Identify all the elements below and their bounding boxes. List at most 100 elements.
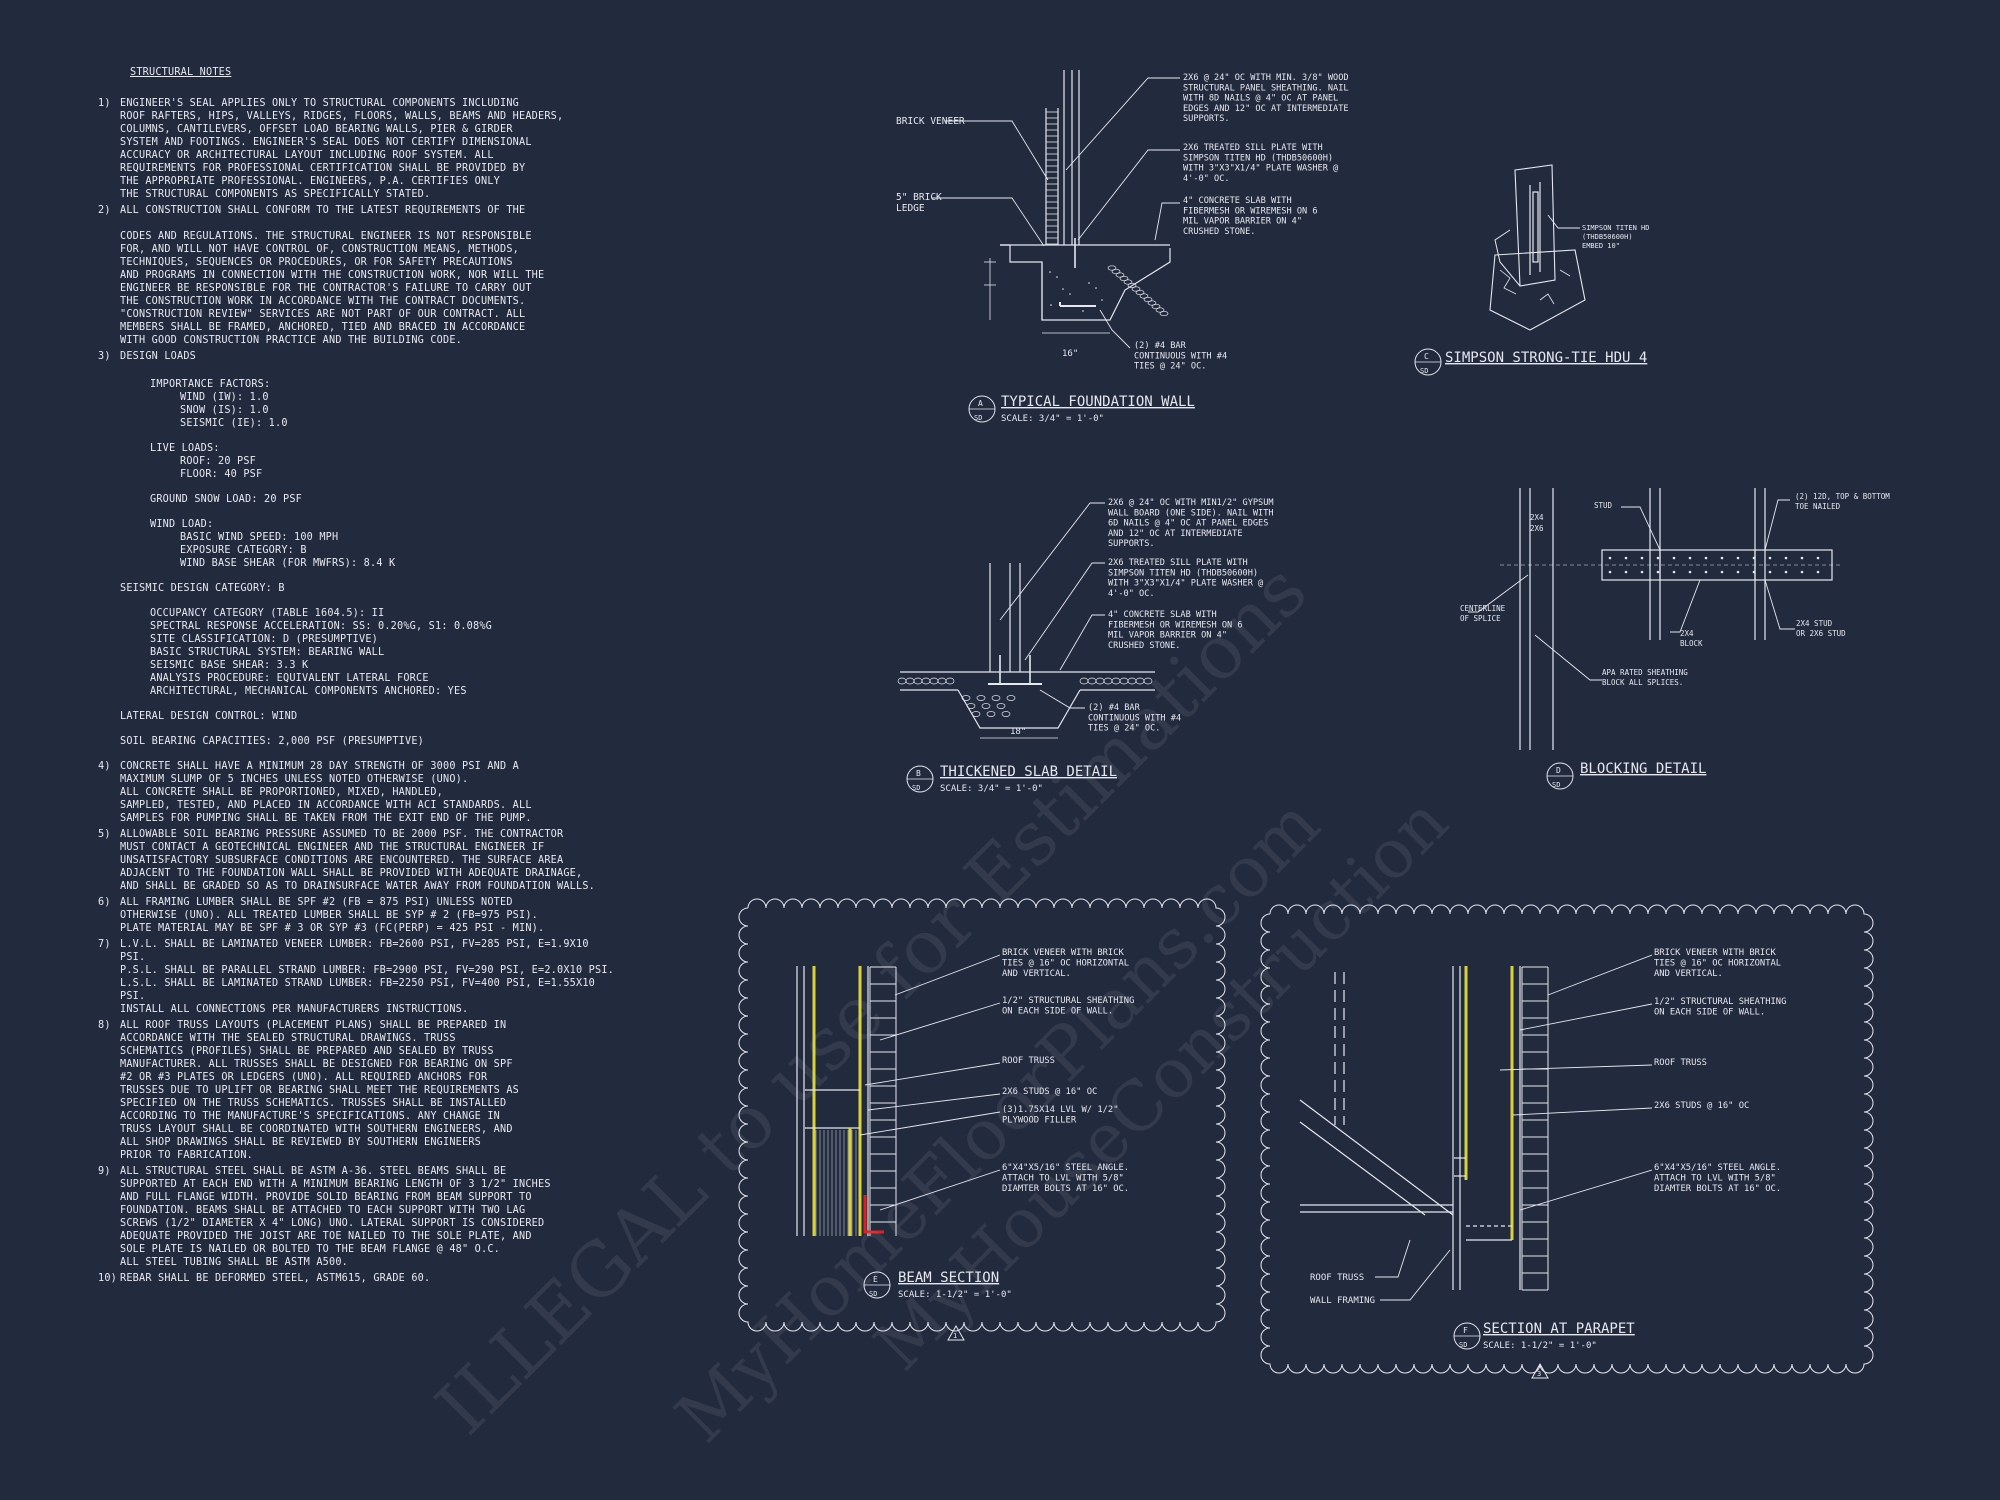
blocking-label: 2x4	[1680, 629, 1694, 638]
notes-group-2: 4)CONCRETE SHALL HAVE A MINIMUM 28 DAY S…	[98, 760, 618, 1285]
label-brick-veneer: BRICK VENEER	[896, 116, 965, 127]
note-item: 8)ALL ROOF TRUSS LAYOUTS (PLACEMENT PLAN…	[98, 1019, 618, 1162]
note-line: SAMPLED, TESTED, AND PLACED IN ACCORDANC…	[120, 800, 532, 811]
note-line: TECHNIQUES, SEQUENCES OR PROCEDURES, OR …	[120, 257, 513, 268]
note-number: 10)	[98, 1273, 118, 1284]
callout-note-line: TIES @ 16" OC HORIZONTAL	[1002, 959, 1129, 969]
detail-thickened-slab: 18" 2x6 @ 24" OC WITH MIN1/2" GYPSUMWALL…	[897, 498, 1274, 794]
blocking-label: (2) 12d, TOP & BOTTOM	[1795, 492, 1890, 501]
rev-tag-f: 3	[1537, 1370, 1541, 1378]
note-line: SAMPLES FOR PUMPING SHALL BE TAKEN FROM …	[120, 813, 532, 824]
note-number: 9)	[98, 1166, 111, 1177]
note-line: ALLOWABLE SOIL BEARING PRESSURE ASSUMED …	[120, 829, 564, 840]
callout-note-line: 2x6 TREATED SILL PLATE WITH	[1183, 143, 1323, 153]
blocking-label: TOE NAILED	[1795, 502, 1841, 511]
live-load: ROOF: 20 PSF	[180, 456, 257, 467]
callout-note-line: (THDB50600H)	[1582, 233, 1633, 241]
callout-note-line: DIAMTER BOLTS AT 16" OC.	[1002, 1184, 1129, 1194]
note-line: ACCORDANCE WITH THE SEALED STRUCTURAL DR…	[120, 1033, 456, 1044]
note-item: 3)DESIGN LOADS	[98, 350, 618, 363]
importance-title: IMPORTANCE FACTORS:	[150, 379, 271, 390]
note-text: ALL FRAMING LUMBER SHALL BE SPF #2 (Fb =…	[120, 896, 618, 935]
detail-b-sheet: SD	[912, 784, 920, 792]
blocking-label: 2x6	[1530, 524, 1544, 533]
detail-e-title: BEAM SECTION	[898, 1270, 999, 1286]
wind-load-item: BASIC WIND SPEED: 100 MPH	[180, 532, 339, 543]
note-line: ALL CONSTRUCTION SHALL CONFORM TO THE LA…	[120, 205, 526, 216]
note-line: REQUIREMENTS FOR PROFESSIONAL CERTIFICAT…	[120, 163, 526, 174]
callout-note-line: 4'-0" OC.	[1183, 174, 1230, 184]
callout-note-line: TIES @ 16" OC HORIZONTAL	[1654, 959, 1781, 969]
note-line: AND SHALL BE GRADED SO AS TO DRAINSURFAC…	[120, 881, 596, 892]
note-line: ENGINEER BE RESPONSIBLE FOR THE CONTRACT…	[120, 283, 532, 294]
seismic-item: SPECTRAL RESPONSE ACCELERATION: Ss: 0.20…	[150, 621, 493, 632]
importance-factor: SEISMIC (Ie): 1.0	[180, 418, 288, 429]
seismic-item: ANALYSIS PROCEDURE: EQUIVALENT LATERAL F…	[150, 673, 429, 684]
callout-note-line: CRUSHED STONE.	[1108, 641, 1180, 651]
detail-f-sheet: SD	[1459, 1341, 1467, 1349]
seismic-design-category: SEISMIC DESIGN CATEGORY: B	[120, 583, 285, 594]
note-text: CONCRETE SHALL HAVE A MINIMUM 28 DAY STR…	[120, 760, 618, 825]
callout-note-line: WITH 8d NAILS @ 4" OC AT PANEL	[1183, 94, 1338, 104]
note-line: MEMBERS SHALL BE FRAMED, ANCHORED, TIED …	[120, 322, 526, 333]
note-line: ROOF RAFTERS, HIPS, VALLEYS, RIDGES, FLO…	[120, 111, 564, 122]
note-line: SPECIFIED ON THE TRUSS SCHEMATICS. TRUSS…	[120, 1098, 507, 1109]
note-text: ALLOWABLE SOIL BEARING PRESSURE ASSUMED …	[120, 828, 618, 893]
label-wall-framing-f: WALL FRAMING	[1310, 1296, 1375, 1306]
callout-note-line: 6"x4"x5/16" STEEL ANGLE.	[1654, 1163, 1781, 1173]
label-roof-truss-f: ROOF TRUSS	[1310, 1273, 1364, 1283]
callout-note-line: (3)1.75x14 LVL W/ 1/2"	[1002, 1105, 1119, 1115]
notes-title: STRUCTURAL NOTES	[130, 67, 232, 78]
note-number: 7)	[98, 939, 111, 950]
note-item: 10)REBAR SHALL BE DEFORMED STEEL, ASTM61…	[98, 1272, 618, 1285]
callout-note-line: TIES @ 24" OC.	[1134, 362, 1206, 372]
live-load: FLOOR: 40 PSF	[180, 469, 263, 480]
note-line: PRIOR TO FABRICATION.	[120, 1150, 254, 1161]
note-line: SCREWS (1/2" DIAMETER x 4" LONG) UNO. LA…	[120, 1218, 545, 1229]
note-line: ALL FRAMING LUMBER SHALL BE SPF #2 (Fb =…	[120, 897, 513, 908]
callout-note-line: MIL VAPOR BARRIER ON 4"	[1108, 631, 1227, 641]
detail-simpson-hdu4: SIMPSON TITEN HD(THDB50600H)EMBED 10" C …	[1414, 164, 1649, 376]
note-line: P.S.L. SHALL BE PARALLEL STRAND LUMBER: …	[120, 965, 615, 976]
note-line: ALL ROOF TRUSS LAYOUTS (PLACEMENT PLANS)…	[120, 1020, 507, 1031]
note-line: INSTALL ALL CONNECTIONS PER MANUFACTURER…	[120, 1004, 469, 1015]
seismic-item: OCCUPANCY CATEGORY (TABLE 1604.5): II	[150, 608, 385, 619]
note-line: ALL STEEL TUBING SHALL BE ASTM A500.	[120, 1257, 349, 1268]
callout-note-line: 2X6 STUDS @ 16" OC	[1002, 1087, 1097, 1097]
callout-note-line: ROOF TRUSS	[1654, 1058, 1707, 1068]
callout-note-line: 6"x4"x5/16" STEEL ANGLE.	[1002, 1163, 1129, 1173]
blocking-label: CENTERLINE	[1460, 604, 1506, 613]
callout-note-line: ATTACH TO LVL WITH 5/8"	[1654, 1174, 1776, 1184]
wind-load-item: WIND BASE SHEAR (FOR MWFRS): 8.4 K	[180, 558, 396, 569]
note-line: ENGINEER'S SEAL APPLIES ONLY TO STRUCTUR…	[120, 98, 520, 109]
detail-a-sheet: SD	[974, 414, 982, 422]
note-line: ALL CONCRETE SHALL BE PROPORTIONED, MIXE…	[120, 787, 444, 798]
soil-bearing: SOIL BEARING CAPACITIES: 2,000 PSF (PRES…	[120, 736, 425, 747]
detail-b-title: THICKENED SLAB DETAIL	[940, 764, 1117, 780]
note-text: REBAR SHALL BE DEFORMED STEEL, ASTM615, …	[120, 1272, 618, 1285]
callout-note-line: PLYWOOD FILLER	[1002, 1116, 1077, 1126]
blocking-label: OR 2x6 STUD	[1796, 629, 1846, 638]
note-line: TRUSSES DUE TO UPLIFT OR BEARING SHALL M…	[120, 1085, 520, 1096]
note-line: "CONSTRUCTION REVIEW" SERVICES ARE NOT P…	[120, 309, 526, 320]
live-loads-title: LIVE LOADS:	[150, 443, 220, 454]
callout-note-line: 1/2" STRUCTURAL SHEATHING	[1654, 997, 1786, 1007]
detail-c-title: SIMPSON STRONG-TIE HDU 4	[1445, 350, 1647, 366]
seismic-data: OCCUPANCY CATEGORY (TABLE 1604.5): II SPE…	[120, 607, 618, 698]
seismic-item: SITE CLASSIFICATION: D (PRESUMPTIVE)	[150, 634, 379, 645]
detail-e-sheet: SD	[869, 1290, 877, 1298]
importance-factor: WIND (Iw): 1.0	[180, 392, 269, 403]
callout-note-line: CONTINUOUS WITH #4	[1088, 713, 1181, 723]
callout-note-line: 4'-0" OC.	[1108, 589, 1155, 599]
note-line: TRUSS LAYOUT SHALL BE COORDINATED WITH S…	[120, 1124, 513, 1135]
callout-note-line: FIBERMESH OR WIREMESH ON 6	[1183, 206, 1318, 216]
note-item: 6)ALL FRAMING LUMBER SHALL BE SPF #2 (Fb…	[98, 896, 618, 935]
wind-load-item: EXPOSURE CATEGORY: B	[180, 545, 307, 556]
note-line: ADJACENT TO THE FOUNDATION WALL SHALL BE…	[120, 868, 583, 879]
callout-note-line: SIMPSON TITEN HD (THDB50600H)	[1183, 153, 1333, 163]
note-line: FOUNDATION. BEAMS SHALL BE ATTACHED TO E…	[120, 1205, 526, 1216]
note-item: 5)ALLOWABLE SOIL BEARING PRESSURE ASSUME…	[98, 828, 618, 893]
callout-note-line: AND VERTICAL.	[1002, 969, 1071, 979]
